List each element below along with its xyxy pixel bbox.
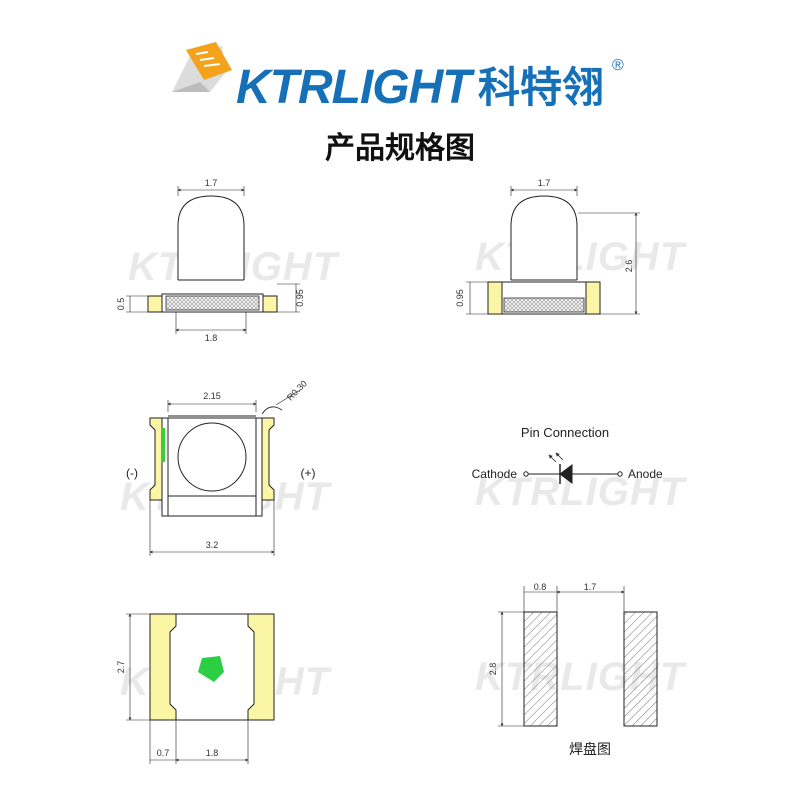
pad-left (147, 295, 163, 313)
bottom-pad-left (149, 613, 177, 721)
top-pad-left (149, 417, 163, 501)
polarity-positive: (+) (301, 466, 316, 480)
side-view-left (126, 186, 300, 334)
dim-gap-width: 1.8 (206, 748, 219, 758)
pcb-mesh (165, 295, 260, 311)
watermark-4: KTRLIGHT (475, 470, 688, 514)
dim-base-height: 0.95 (455, 289, 465, 307)
logo: KTRLIGHT 科特翎 ® (172, 42, 624, 114)
pad-right (262, 295, 278, 313)
dim-top-width: 1.7 (205, 178, 218, 188)
brand-name-cn: 科特翎 (478, 63, 604, 112)
pin-connection-title: Pin Connection (521, 425, 609, 440)
dim-solder-pad-width: 0.8 (534, 582, 547, 592)
dim-inner-width: 2.15 (203, 391, 221, 401)
cathode-label: Cathode (472, 467, 518, 481)
solder-pad-left (523, 611, 558, 727)
dim-radius: R0.30 (285, 378, 309, 402)
lens-dome (177, 195, 245, 280)
solder-pad-right (623, 611, 658, 727)
page-title: 产品规格图 (325, 131, 475, 166)
lens-dome-2 (510, 195, 578, 280)
polarity-negative: (-) (126, 466, 138, 480)
cathode-mark (161, 428, 165, 462)
logo-emblem (172, 42, 232, 92)
bottom-view (126, 613, 275, 764)
brand-name: KTRLIGHT (236, 61, 475, 114)
dim-right-height: 0.95 (295, 289, 305, 307)
dim-base-width: 1.8 (205, 333, 218, 343)
dim-total-height: 2.6 (624, 260, 634, 273)
pin-connection: Pin Connection Cathode Anode (472, 425, 663, 484)
led-symbol (523, 452, 623, 484)
solder-pad-caption: 焊盘图 (569, 741, 611, 758)
pcb-mesh-2 (503, 297, 585, 313)
logo-emblem-orange (186, 42, 232, 80)
chip-marker (198, 656, 224, 682)
pad-left-2 (487, 281, 503, 315)
dim-solder-height: 2.8 (488, 663, 498, 676)
dim-total-width: 3.2 (206, 540, 219, 550)
anode-label: Anode (628, 467, 663, 481)
side-view-right (466, 186, 640, 315)
body-inner (167, 417, 257, 517)
top-view (149, 389, 301, 556)
registered-mark: ® (612, 57, 624, 74)
bottom-pad-right (247, 613, 275, 721)
lens-circle (177, 422, 247, 492)
dim-solder-gap: 1.7 (584, 582, 597, 592)
dim-pad-width: 0.7 (157, 748, 170, 758)
dim-bottom-height: 2.7 (116, 661, 126, 674)
solder-pad (498, 586, 658, 727)
dim-left-height: 0.5 (116, 298, 126, 311)
watermark-2: KTRLIGHT (475, 235, 688, 279)
pad-right-2 (585, 281, 601, 315)
radius-arc (261, 406, 283, 415)
top-pad-right (261, 417, 275, 501)
dim-top-width-2: 1.7 (538, 178, 551, 188)
